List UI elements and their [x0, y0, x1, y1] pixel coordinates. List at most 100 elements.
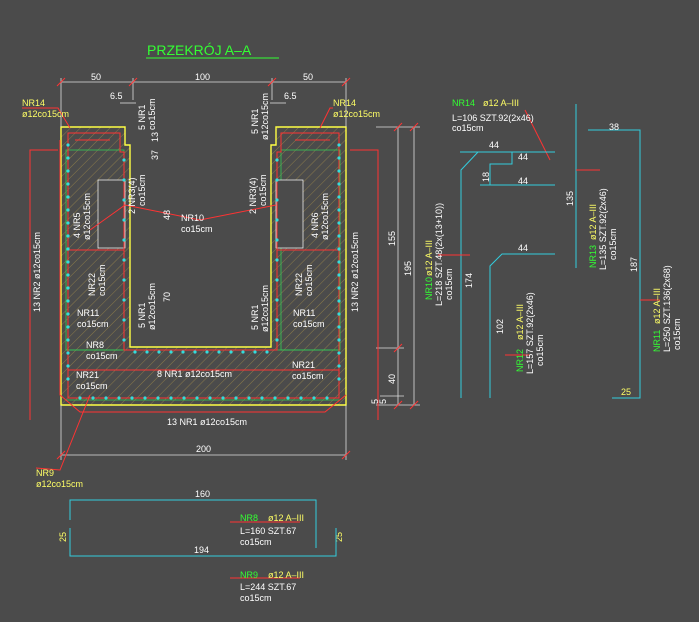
rebar-dot [66, 325, 70, 329]
bar-nr11: 38 187 25 NR11 ø12 A–III L=250 SZT.136(2… [588, 122, 682, 399]
rebar-dot [234, 396, 238, 400]
rebar-dot [66, 299, 70, 303]
rebar-dot [337, 260, 341, 264]
svg-text:L=218 SZT.48(2x(13+10)): L=218 SZT.48(2x(13+10)) [434, 203, 444, 306]
svg-text:194: 194 [194, 545, 209, 555]
dim-top-mid: 100 [195, 72, 210, 82]
rebar-dot [337, 234, 341, 238]
rebar-dot [104, 396, 108, 400]
label-nr8: NR8 [86, 340, 104, 350]
svg-text:NR12: NR12 [515, 349, 525, 372]
rebar-dot [66, 312, 70, 316]
svg-text:co15cm: co15cm [452, 123, 484, 133]
svg-text:co15cm: co15cm [608, 228, 618, 260]
rebar-dot [229, 350, 233, 354]
svg-text:ø12 A–III: ø12 A–III [588, 204, 598, 240]
rebar-dot [221, 396, 225, 400]
bar-nr9: 194 NR9 ø12 A–III L=244 SZT.67 co15cm [69, 528, 337, 603]
rebar-dot [66, 338, 70, 342]
svg-text:co15cm: co15cm [240, 593, 272, 603]
label-nr3-right-spec: co15cm [258, 174, 268, 206]
rebar-dot [156, 396, 160, 400]
label-nr6-spec: ø12co15cm [320, 193, 330, 240]
rebar-dot [253, 350, 257, 354]
label-nr2-left: 13 NR2 ø12co15cm [32, 232, 42, 312]
rebar-dot [265, 350, 269, 354]
label-nr1-bottom: 13 NR1 ø12co15cm [167, 417, 247, 427]
svg-text:NR13: NR13 [588, 245, 598, 268]
dim-5b: 5 [378, 399, 388, 404]
rebar-dot [337, 351, 341, 355]
svg-text:L=106 SZT.92(2x46): L=106 SZT.92(2x46) [452, 113, 534, 123]
rebar-dot [337, 338, 341, 342]
rebar-dot [275, 278, 279, 282]
svg-text:187: 187 [629, 257, 639, 272]
dim-40: 40 [387, 374, 397, 384]
rebar-dot [66, 156, 70, 160]
svg-text:ø12 A–III: ø12 A–III [483, 98, 519, 108]
rebar-dot [337, 221, 341, 225]
rebar-dot [66, 143, 70, 147]
label-nr11-left: NR11 [77, 308, 99, 318]
label-nr1-top-left-spec: co15cm [147, 98, 157, 130]
bar-nr14: NR14 ø12 A–III L=106 SZT.92(2x46) co15cm… [452, 98, 555, 186]
svg-text:L=160 SZT.67: L=160 SZT.67 [240, 526, 296, 536]
bar-nr12: NR12 ø12 A–III L=157 SZT.92(2x46) co15cm… [489, 253, 555, 398]
dim-37: 37 [150, 150, 160, 160]
svg-text:L=250 SZT.136(2x68): L=250 SZT.136(2x68) [662, 265, 672, 352]
dim-top-right: 50 [303, 72, 313, 82]
label-nr22-left: NR22 [87, 273, 97, 296]
rebar-dot [122, 318, 126, 322]
dim-70: 70 [162, 292, 172, 302]
rebar-dot [181, 350, 185, 354]
rebar-dot [273, 396, 277, 400]
svg-text:ø12 A–III: ø12 A–III [515, 304, 525, 340]
label-nr2-right: 13 NR2 ø12co15cm [350, 232, 360, 312]
label-nr10: NR10 [181, 213, 204, 223]
rebar-dot [182, 396, 186, 400]
label-nr9: NR9 [36, 468, 54, 478]
label-nr14-right: NR14 [333, 98, 356, 108]
rebar-dot [122, 218, 126, 222]
rebar-dot [193, 350, 197, 354]
rebar-dot [122, 158, 126, 162]
rebar-dot [117, 396, 121, 400]
rebar-dot [217, 350, 221, 354]
rebar-dot [66, 234, 70, 238]
rebar-dot [247, 396, 251, 400]
bar-nr10: NR10 ø12 A–III L=218 SZT.48(2x(13+10)) c… [424, 151, 555, 398]
rebar-dot [66, 377, 70, 381]
label-nr10-spec: co15cm [181, 224, 213, 234]
label-nr21-right: NR21 [292, 360, 315, 370]
rebar-dot [337, 156, 341, 160]
rebar-dot [337, 143, 341, 147]
label-nr22-right: NR22 [294, 273, 304, 296]
label-nr11-right: NR11 [293, 308, 315, 318]
dim-5a: 5 [370, 399, 380, 404]
rebar-dot [122, 258, 126, 262]
rebar-dot [145, 350, 149, 354]
rebar-dot [169, 396, 173, 400]
rebar-dot [275, 178, 279, 182]
dim-step-left: 6.5 [110, 91, 123, 101]
rebar-dot [275, 298, 279, 302]
label-nr1-bottom-inner: 8 NR1 ø12co15cm [157, 369, 232, 379]
rebar-dot [275, 198, 279, 202]
rebar-dot [122, 178, 126, 182]
svg-text:NR9: NR9 [240, 570, 258, 580]
rebar-dot [66, 351, 70, 355]
label-nr11-left-spec: co15cm [77, 319, 109, 329]
rebar-dot [122, 278, 126, 282]
svg-text:25: 25 [58, 532, 68, 542]
label-nr21-left-spec: co15cm [76, 381, 108, 391]
rebar-dot [286, 396, 290, 400]
svg-text:102: 102 [495, 319, 505, 334]
label-nr14-left-spec: ø12co15cm [22, 109, 69, 119]
label-nr22-left-spec: co15cm [97, 264, 107, 296]
svg-text:NR14: NR14 [452, 98, 475, 108]
rebar-dot [299, 396, 303, 400]
rebar-dot [275, 238, 279, 242]
rebar-dot [122, 338, 126, 342]
svg-text:44: 44 [518, 243, 528, 253]
rebar-dot [122, 238, 126, 242]
